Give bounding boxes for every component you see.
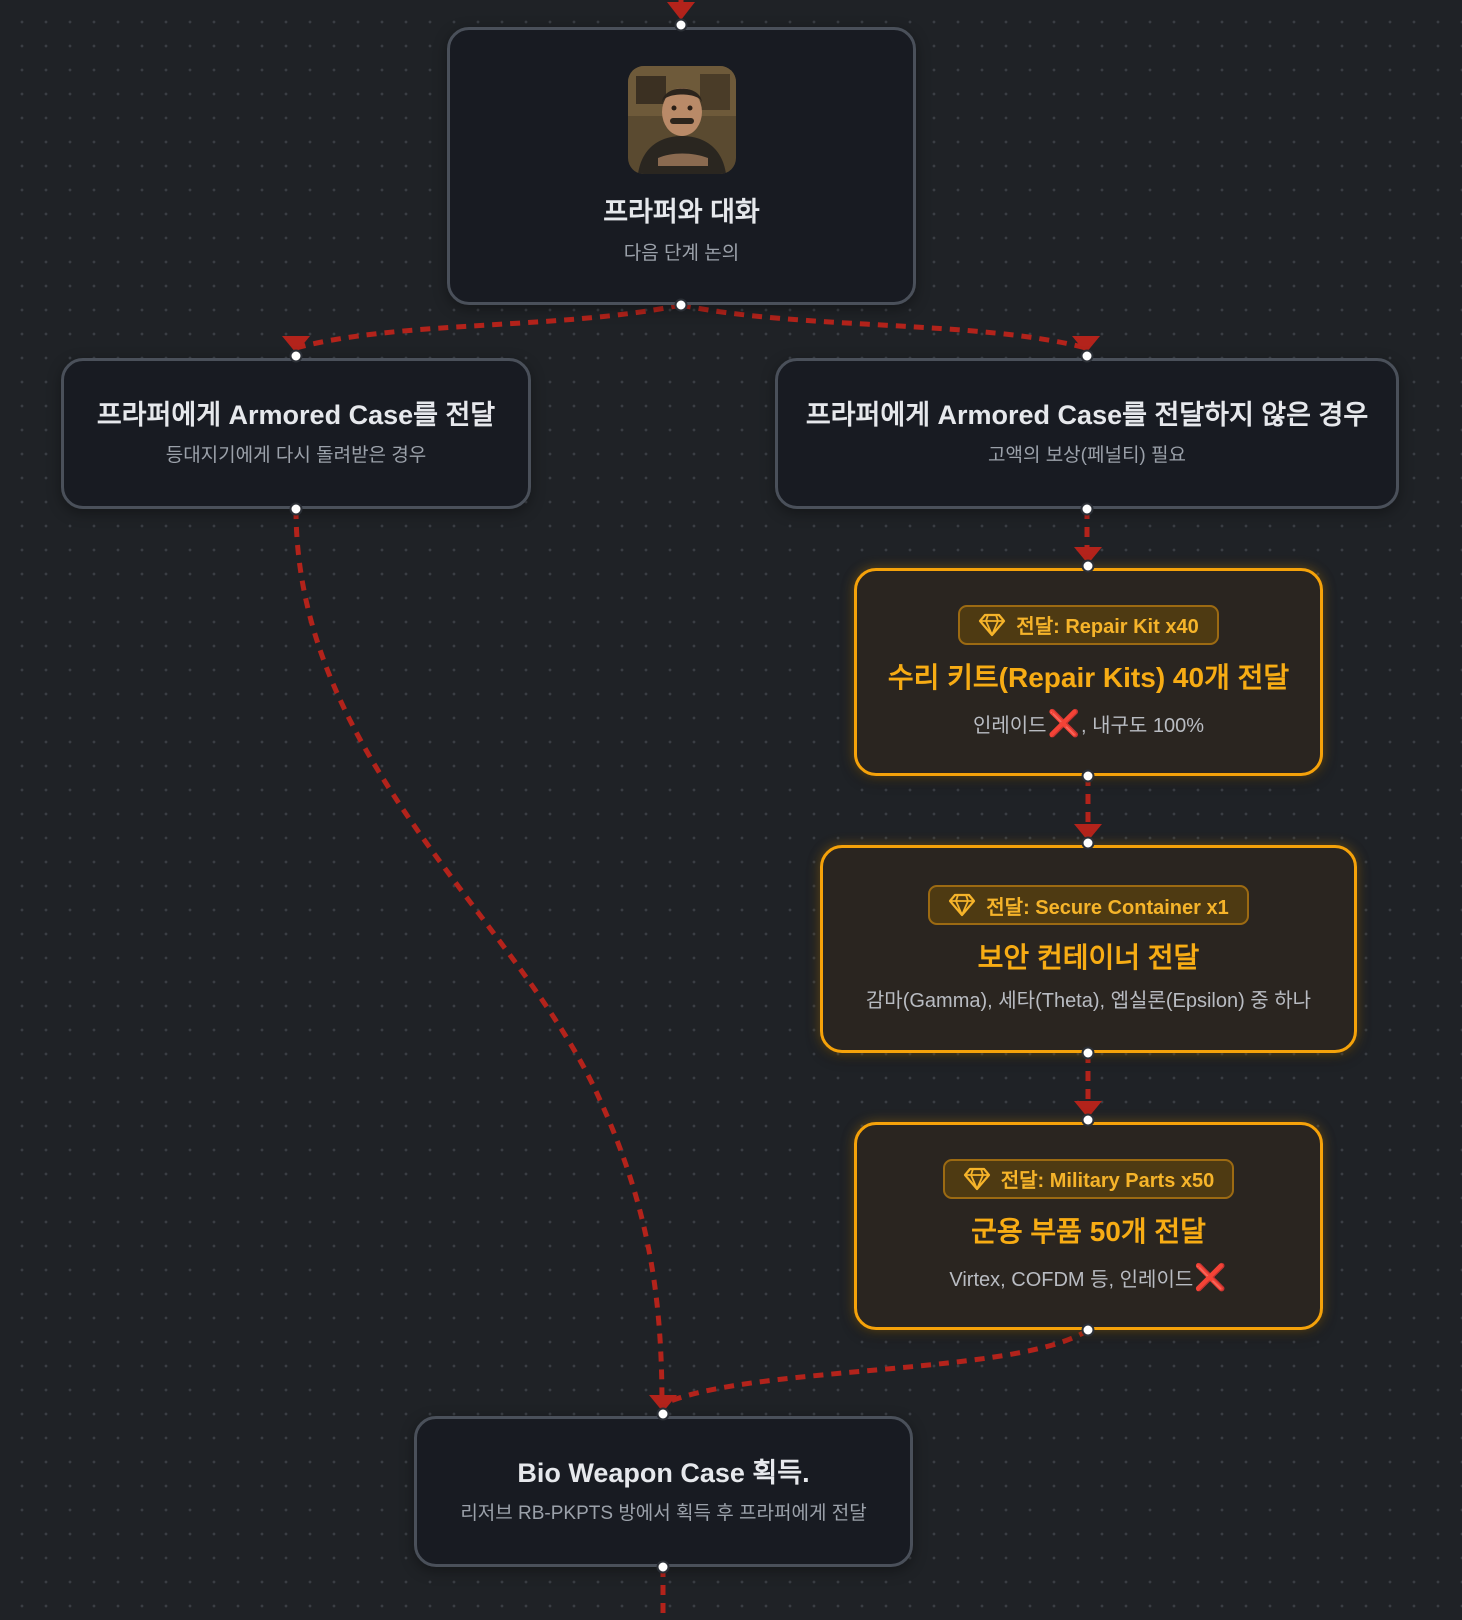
item-badge-label: 전달: Repair Kit x40	[1016, 616, 1199, 639]
node-subtitle: Virtex, COFDM 등, 인레이드❌	[949, 1262, 1227, 1293]
node-give-armored-case[interactable]: 프라퍼에게 Armored Case를 전달 등대지기에게 다시 돌려받은 경우	[61, 358, 531, 509]
arrow-head-bio	[649, 1395, 677, 1412]
node-prapor-talk[interactable]: 프라퍼와 대화 다음 단계 논의	[447, 27, 916, 305]
trader-portrait-icon	[627, 66, 736, 175]
node-subtitle: 고액의 보상(페널티) 필요	[987, 445, 1186, 467]
arrow-head-container	[1074, 824, 1102, 841]
gem-icon	[979, 613, 1006, 636]
port-give-case-in[interactable]	[289, 349, 303, 363]
node-military-parts[interactable]: 전달: Military Parts x50 군용 부품 50개 전달 Virt…	[854, 1122, 1323, 1330]
node-title: 군용 부품 50개 전달	[971, 1215, 1206, 1247]
gem-icon	[963, 1167, 990, 1190]
node-repair-kits[interactable]: 전달: Repair Kit x40 수리 키트(Repair Kits) 40…	[854, 568, 1323, 776]
item-badge-label: 전달: Military Parts x50	[1000, 1170, 1215, 1193]
port-prapor-talk-in[interactable]	[674, 18, 688, 32]
node-subtitle: 다음 단계 논의	[623, 242, 740, 264]
port-repair-in[interactable]	[1081, 559, 1095, 573]
edge-give-case-to-bio	[293, 508, 665, 1407]
item-badge: 전달: Repair Kit x40	[958, 604, 1219, 645]
node-title: 프라퍼에게 Armored Case를 전달하지 않은 경우	[805, 399, 1369, 430]
gem-icon	[949, 894, 976, 917]
node-title: 수리 키트(Repair Kits) 40개 전달	[887, 661, 1290, 693]
port-military-out[interactable]	[1081, 1323, 1095, 1337]
item-badge: 전달: Secure Container x1	[928, 885, 1249, 926]
arrow-head-repair	[1074, 547, 1102, 564]
port-give-case-out[interactable]	[289, 502, 303, 516]
node-bio-weapon-case[interactable]: Bio Weapon Case 획득. 리저브 RB-PKPTS 방에서 획득 …	[414, 1416, 913, 1567]
node-subtitle: 인레이드❌, 내구도 100%	[973, 708, 1204, 739]
x-mark-icon: ❌	[1047, 708, 1080, 739]
node-title: 프라퍼와 대화	[603, 197, 760, 228]
item-badge: 전달: Military Parts x50	[942, 1158, 1235, 1199]
node-subtitle: 감마(Gamma), 세타(Theta), 엡실론(Epsilon) 중 하나	[865, 989, 1312, 1012]
node-title: Bio Weapon Case 획득.	[517, 1457, 810, 1488]
arrow-head-no-case	[1072, 336, 1100, 353]
edge-military-to-bio	[667, 1327, 1090, 1405]
item-badge-label: 전달: Secure Container x1	[986, 896, 1229, 919]
port-container-in[interactable]	[1081, 836, 1095, 850]
node-title: 프라퍼에게 Armored Case를 전달	[96, 399, 496, 430]
node-no-armored-case[interactable]: 프라퍼에게 Armored Case를 전달하지 않은 경우 고액의 보상(페널…	[775, 358, 1399, 509]
port-military-in[interactable]	[1081, 1113, 1095, 1127]
arrow-head-give-case	[282, 336, 310, 353]
port-bio-out[interactable]	[656, 1560, 670, 1574]
arrow-head-top	[667, 2, 695, 20]
subtitle-text: 인레이드	[972, 715, 1047, 738]
edge-talk-to-no-case	[680, 302, 1087, 351]
subtitle-text: , 내구도 100%	[1080, 715, 1204, 738]
arrow-head-military	[1074, 1101, 1102, 1118]
node-secure-container[interactable]: 전달: Secure Container x1 보안 컨테이너 전달 감마(Ga…	[820, 845, 1357, 1053]
port-bio-in[interactable]	[656, 1407, 670, 1421]
port-prapor-talk-out[interactable]	[674, 298, 688, 312]
port-no-case-in[interactable]	[1080, 349, 1094, 363]
edge-talk-to-give-case	[295, 302, 682, 351]
node-title: 보안 컨테이너 전달	[977, 942, 1200, 974]
port-repair-out[interactable]	[1081, 769, 1095, 783]
node-subtitle: 등대지기에게 다시 돌려받은 경우	[165, 445, 427, 467]
subtitle-text: Virtex, COFDM 등, 인레이드	[949, 1269, 1194, 1292]
port-container-out[interactable]	[1081, 1046, 1095, 1060]
node-subtitle: 리저브 RB-PKPTS 방에서 획득 후 프라퍼에게 전달	[460, 1503, 867, 1525]
x-mark-icon: ❌	[1194, 1262, 1227, 1293]
port-no-case-out[interactable]	[1080, 502, 1094, 516]
